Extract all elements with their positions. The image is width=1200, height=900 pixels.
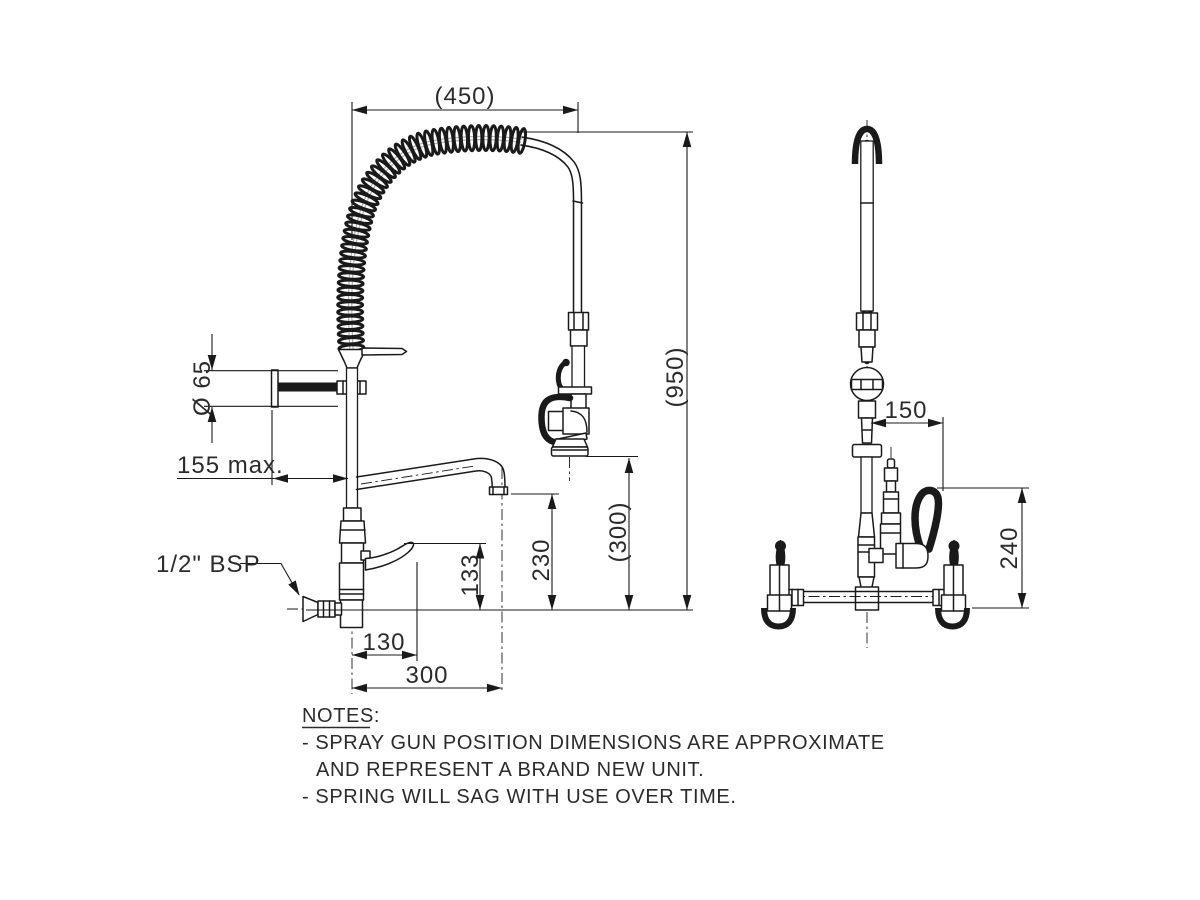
note-line-2: AND REPRESENT A BRAND NEW UNIT. bbox=[316, 759, 704, 781]
dim-300-spout-label: 300 bbox=[405, 662, 448, 689]
swing-spout bbox=[355, 457, 509, 496]
valve-block bbox=[895, 542, 929, 569]
inlet-thread-label: 1/2" BSP bbox=[156, 551, 261, 578]
spray-gun bbox=[538, 311, 593, 457]
aerator bbox=[488, 486, 509, 496]
dim-155-label: 155 max. bbox=[177, 452, 284, 479]
hose-tube bbox=[520, 136, 584, 313]
right-mount-leg bbox=[935, 540, 970, 630]
trigger-lever bbox=[555, 360, 568, 393]
holder-bar bbox=[361, 347, 408, 356]
dimension-arrowheads bbox=[207, 105, 1027, 693]
dim-133-label: 133 bbox=[457, 553, 484, 596]
side-spring-column bbox=[849, 125, 885, 611]
valve-body bbox=[302, 541, 415, 629]
notes-block: NOTES: - SPRAY GUN POSITION DIMENSIONS A… bbox=[302, 705, 885, 808]
spring-hose-core bbox=[349, 137, 526, 351]
clamp-ring bbox=[557, 386, 593, 395]
dim-150-label: 150 bbox=[884, 397, 927, 424]
side-wall-mount bbox=[761, 540, 970, 630]
spring-hose-path bbox=[347, 135, 526, 351]
hose-loop-cap bbox=[851, 125, 883, 165]
front-view: (450) (950) (300) 230 133 130 3 bbox=[156, 83, 693, 694]
dim-950-label: (950) bbox=[662, 346, 689, 407]
side-trigger-lever bbox=[911, 486, 943, 553]
inlet-nut bbox=[317, 600, 336, 618]
wrist-blade-handle bbox=[364, 541, 415, 571]
side-dimensions: 150 240 bbox=[871, 397, 1029, 609]
dim-240-label: 240 bbox=[996, 526, 1023, 569]
side-view: 150 240 bbox=[761, 120, 1029, 648]
side-spray-gun bbox=[868, 447, 943, 569]
tee-fitting bbox=[854, 586, 880, 611]
note-line-1: - SPRAY GUN POSITION DIMENSIONS ARE APPR… bbox=[302, 732, 885, 754]
gun-face-side bbox=[851, 443, 883, 458]
spray-bell bbox=[551, 438, 589, 448]
spring-coils bbox=[336, 124, 528, 353]
dim-230-label: 230 bbox=[528, 538, 555, 581]
dim-450-label: (450) bbox=[434, 83, 495, 110]
riser-pipe bbox=[337, 347, 408, 544]
spray-face bbox=[550, 446, 589, 457]
dim-130-label: 130 bbox=[362, 629, 405, 656]
dim-300-gun-label: (300) bbox=[605, 501, 632, 562]
left-mount-leg bbox=[761, 540, 796, 630]
front-centerlines bbox=[287, 205, 578, 694]
dim-65-label: Ø 65 bbox=[189, 360, 216, 416]
wall-escutcheon bbox=[302, 595, 319, 623]
note-line-3: - SPRING WILL SAG WITH USE OVER TIME. bbox=[302, 786, 736, 808]
front-dimensions: (450) (950) (300) 230 133 130 3 bbox=[156, 83, 693, 689]
notes-title: NOTES: bbox=[302, 705, 380, 727]
